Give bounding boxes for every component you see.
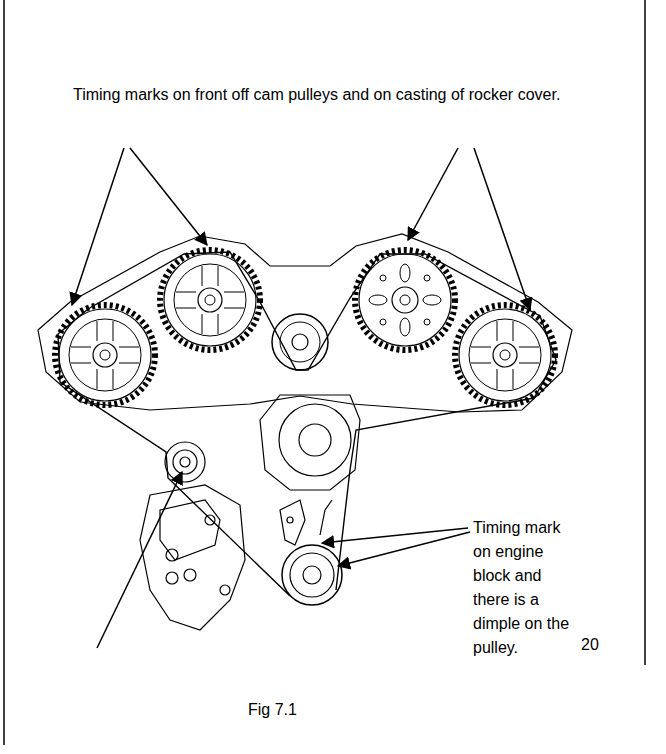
page-number: 20 bbox=[581, 633, 621, 657]
note-text: Timing marks on front off cam pulleys an… bbox=[73, 83, 633, 107]
cam-sprockets bbox=[55, 250, 555, 405]
rocker-cover-casing bbox=[38, 234, 572, 412]
engine-block-parts bbox=[140, 395, 360, 630]
figure-caption: Fig 7.1 bbox=[248, 698, 297, 722]
page-frame bbox=[4, 0, 645, 745]
note-text: Timing mark on engine block and there is… bbox=[473, 516, 577, 660]
leader-arrows bbox=[72, 148, 530, 648]
